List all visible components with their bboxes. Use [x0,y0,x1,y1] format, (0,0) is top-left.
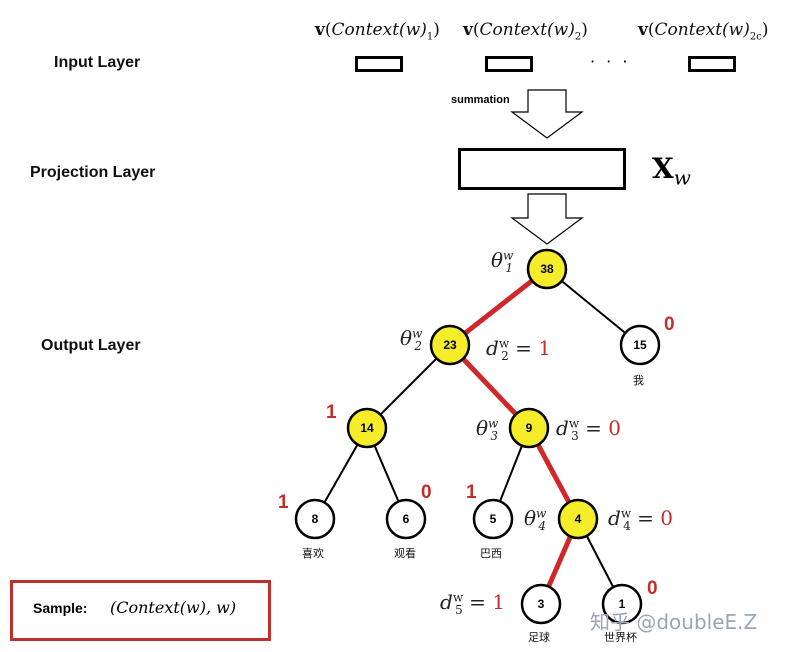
code-n8: 1 [278,492,289,513]
word-n5: 巴西 [480,547,502,560]
node-label-n1: 1 [619,597,626,611]
context-label-2c: v(Context(w)2c) [638,20,769,43]
word-n1: 世界杯 [604,631,637,644]
theta-2-label: θw2 [400,326,423,353]
node-label-n9: 9 [526,421,533,435]
sample-box [10,580,271,641]
node-label-n8: 8 [312,512,319,526]
d2-label: dw2 = 1 [486,336,551,363]
node-label-n23: 23 [443,338,457,352]
edge-n23-n9 [461,357,518,416]
theta-1-label: θw1 [491,248,514,275]
d5-label: dw5 = 1 [440,590,505,617]
theta-4-label: θw4 [524,506,547,533]
summation-arrow-icon [510,89,584,139]
node-circle-n9 [508,407,550,449]
watermark: 知乎 @doubleE.Z [590,610,758,634]
node-label-n14: 14 [360,421,374,435]
edge-n23-n14 [379,357,438,416]
tree-node-n1: 1 [601,583,643,625]
edge-n4-n1 [585,535,615,588]
output-layer-label: Output Layer [41,337,141,354]
node-circle-n38 [526,248,568,290]
node-circle-n3 [520,583,562,625]
code-n1: 0 [647,578,658,599]
code-n15: 0 [664,314,675,335]
node-label-n38: 38 [540,262,554,276]
node-circle-n8 [294,498,336,540]
projection-vector-box [458,148,626,190]
tree-node-n8: 8 [294,498,336,540]
tree-node-n6: 6 [385,498,427,540]
node-label-n6: 6 [403,512,410,526]
summation-label: summation [451,94,510,106]
code-n14: 1 [326,402,337,423]
theta-3-label: θw3 [476,416,499,443]
tree-node-n3: 3 [520,583,562,625]
node-label-n5: 5 [490,512,497,526]
tree-node-n15: 15 [619,324,661,366]
node-label-n3: 3 [538,597,545,611]
input-layer-label: Input Layer [54,54,141,71]
context-label-1: v(Context(w)1) [315,20,440,43]
edge-n38-n15 [561,280,626,334]
node-circle-n6 [385,498,427,540]
ellipsis: · · · [590,52,631,71]
node-circle-n5 [472,498,514,540]
edge-n14-n8 [323,444,359,503]
code-n5: 1 [466,482,477,503]
edge-n9-n5 [499,445,523,502]
tree-node-n5: 5 [472,498,514,540]
node-circle-n15 [619,324,661,366]
word-n8: 喜欢 [302,547,324,560]
projection-arrow-icon [510,193,584,245]
tree-node-n9: 9 [508,407,550,449]
input-vector-box-2c [688,56,736,72]
tree-node-n38: 38 [526,248,568,290]
context-label-2: v(Context(w)2) [463,20,588,43]
input-vector-box-1 [355,56,403,72]
node-circle-n23 [429,324,471,366]
word-n3: 足球 [528,631,550,644]
d4-label: dw4 = 0 [608,506,673,533]
node-circle-n1 [601,583,643,625]
edge-n9-n4 [535,443,572,504]
tree-node-n4: 4 [557,498,599,540]
sample-label: Sample: [33,600,88,616]
tree-node-n14: 14 [346,407,388,449]
tree-node-n23: 23 [429,324,471,366]
projection-layer-label: Projection Layer [30,164,156,181]
word-n6: 观看 [394,547,416,560]
node-label-n15: 15 [633,338,647,352]
projection-symbol: Xw [652,152,691,190]
node-circle-n4 [557,498,599,540]
edge-n4-n3 [546,535,573,588]
word-n15: 我 [633,374,644,387]
code-n6: 0 [421,482,432,503]
node-circle-n14 [346,407,388,449]
node-label-n4: 4 [575,512,582,526]
d3-label: dw3 = 0 [556,416,621,443]
edge-n38-n23 [463,278,534,336]
input-vector-box-2 [485,56,533,72]
sample-math: (Context(w), w) [110,598,237,617]
edge-n14-n6 [373,445,400,502]
